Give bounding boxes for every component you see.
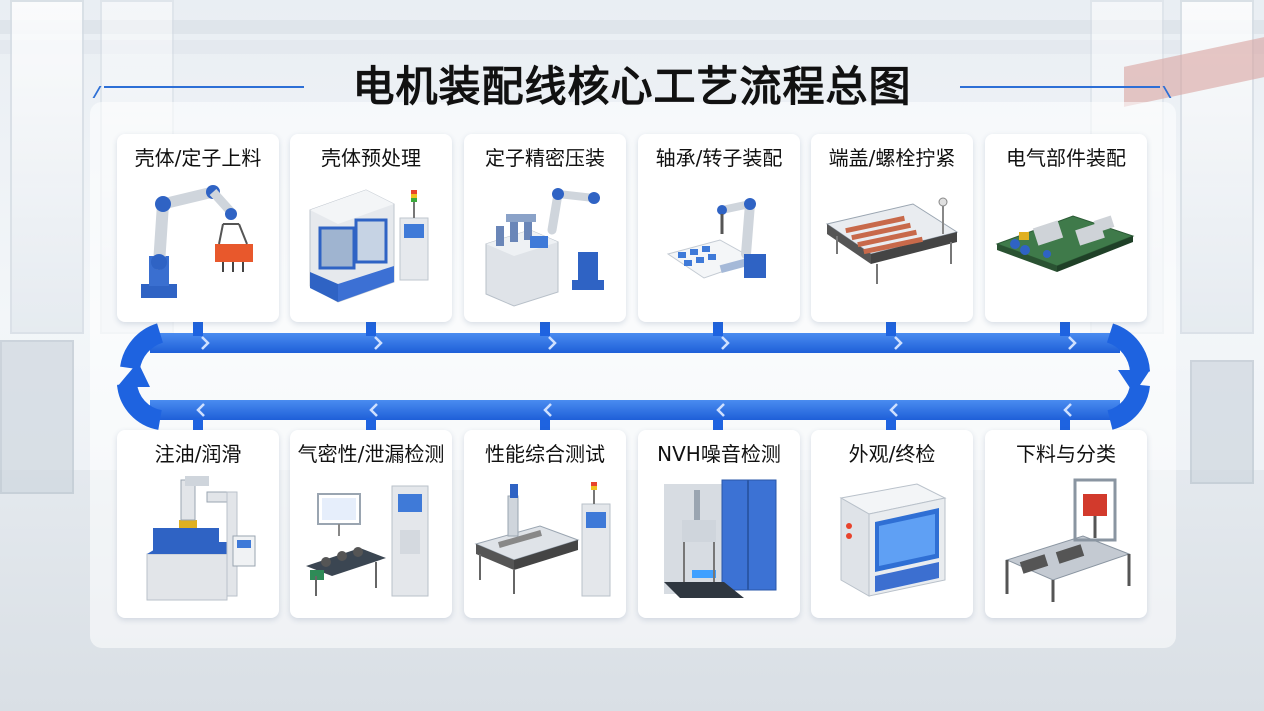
step-label: 定子精密压装 bbox=[485, 146, 605, 170]
press-station-robot-icon bbox=[485, 188, 604, 307]
step-label: 电气部件装配 bbox=[1006, 146, 1126, 170]
nvh-chamber-icon bbox=[664, 479, 777, 598]
step-label: 注油/润滑 bbox=[154, 442, 242, 466]
robot-arm-loading-icon bbox=[141, 185, 253, 298]
step-label: NVH噪音检测 bbox=[657, 442, 781, 466]
title-frame-right bbox=[960, 86, 1160, 88]
step-card-2: 壳体预处理 bbox=[290, 134, 452, 322]
lubrication-machine-icon bbox=[146, 476, 256, 601]
circuit-board-icon bbox=[995, 215, 1135, 272]
step-label: 下料与分类 bbox=[1016, 442, 1116, 466]
step-label: 端盖/螺栓拧紧 bbox=[828, 146, 956, 170]
robot-assembly-icon bbox=[666, 198, 766, 279]
step-card-11: 外观/终检 bbox=[811, 430, 973, 618]
leak-test-station-icon bbox=[306, 485, 429, 597]
step-card-7: 注油/润滑 bbox=[117, 430, 279, 618]
tightening-conveyor-icon bbox=[825, 197, 959, 284]
inspection-cabinet-icon bbox=[839, 483, 947, 597]
step-card-3: 定子精密压装 bbox=[464, 134, 626, 322]
page-title: 电机装配线核心工艺流程总图 bbox=[352, 62, 912, 111]
step-card-6: 电气部件装配 bbox=[985, 134, 1147, 322]
step-card-4: 轴承/转子装配 bbox=[638, 134, 800, 322]
performance-test-bench-icon bbox=[474, 482, 611, 597]
step-label: 壳体预处理 bbox=[321, 146, 421, 170]
cnc-machine-icon bbox=[309, 189, 429, 303]
step-label: 壳体/定子上料 bbox=[134, 146, 262, 170]
step-card-1: 壳体/定子上料 bbox=[117, 134, 279, 322]
title-frame-left bbox=[104, 86, 304, 88]
step-card-12: 下料与分类 bbox=[985, 430, 1147, 618]
step-card-9: 性能综合测试 bbox=[464, 430, 626, 618]
step-card-10: NVH噪音检测 bbox=[638, 430, 800, 618]
step-label: 性能综合测试 bbox=[485, 442, 605, 466]
step-label: 外观/终检 bbox=[848, 442, 936, 466]
step-card-8: 气密性/泄漏检测 bbox=[290, 430, 452, 618]
step-card-5: 端盖/螺栓拧紧 bbox=[811, 134, 973, 322]
unloading-sorting-icon bbox=[1005, 478, 1131, 602]
step-label: 轴承/转子装配 bbox=[655, 146, 783, 170]
step-label: 气密性/泄漏检测 bbox=[297, 442, 445, 466]
